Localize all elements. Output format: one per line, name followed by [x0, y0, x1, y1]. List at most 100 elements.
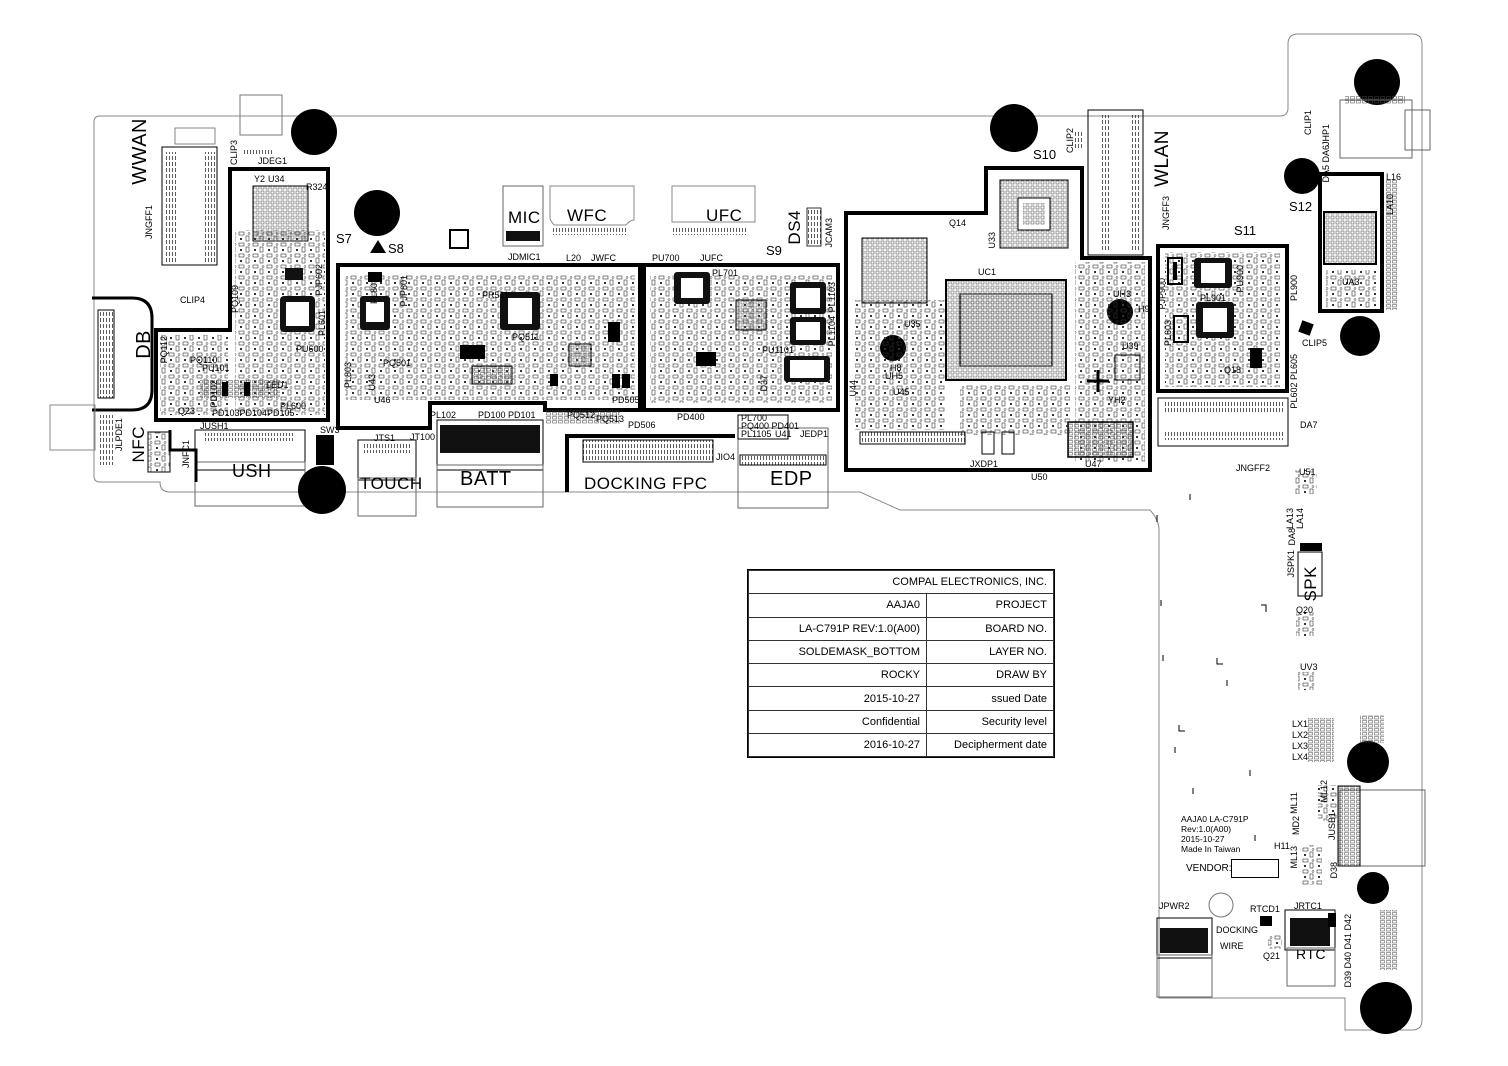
ref-jxdp1: JXDP1: [970, 459, 999, 469]
ref-jwfc: JWFC: [591, 253, 616, 263]
ref-pl901: PL901: [1200, 293, 1227, 303]
ds4-label: DS4: [785, 210, 804, 245]
ref-u43: U43: [367, 374, 377, 391]
ref-pq112: PQ112: [159, 336, 169, 364]
ref-ml11: ML11: [1289, 792, 1299, 814]
ref-jedp1: JEDP1: [800, 429, 829, 439]
board-info-line3: 2015-10-27: [1181, 834, 1225, 844]
ref-pd103: PD103PD104PD105: [212, 408, 295, 418]
ref-pjp602: PJP602: [314, 264, 324, 296]
ref-u46: U46: [374, 395, 391, 405]
ref-ua3: UA3: [1342, 277, 1360, 287]
ref-pr511: PR511: [482, 290, 509, 300]
ref-q14: Q14: [949, 218, 967, 228]
title-company: COMPAL ELECTRONICS, INC.: [748, 569, 1054, 595]
ref-lx3: LX3: [1292, 741, 1309, 751]
ref-pl601: PL601: [317, 310, 327, 337]
touch-label: TOUCH: [360, 474, 423, 493]
ref-pq512: PQ512: [567, 410, 596, 420]
ref-da7: DA7: [1300, 420, 1318, 430]
ref-clip2: CLIP2: [1065, 128, 1075, 154]
mic-label: MIC: [508, 208, 541, 227]
title-key-issued: ssued Date: [926, 686, 1054, 711]
title-key-drawby: DRAW BY: [926, 663, 1054, 688]
ref-jlpde1: JLPDE1: [114, 418, 124, 452]
ref-uv3: UV3: [1300, 662, 1318, 672]
ref-pq400: PQ400 PD401: [741, 421, 800, 431]
title-value-project: AAJA0: [748, 593, 927, 618]
ref-jusb1: JUSB1: [1327, 812, 1337, 841]
ref-jngff3: JNGFF3: [1161, 196, 1171, 231]
ref-pl700: PL700: [741, 413, 768, 423]
ref-pjp801: PJP801: [399, 275, 409, 307]
ref-pq513: PQ513: [596, 414, 625, 424]
title-value-decipher: 2016-10-27: [748, 733, 927, 758]
title-value-security: Confidential: [748, 709, 927, 735]
ref-sw3: SW3: [320, 425, 340, 435]
ref-jngff2: JNGFF2: [1236, 463, 1271, 473]
ref-u47: U47: [1085, 459, 1102, 469]
ref-pl801: PL801: [369, 278, 379, 305]
ref-pd102: PD102: [209, 380, 219, 408]
ref-lx4: LX4: [1292, 752, 1309, 762]
title-value-board: LA-C791P REV:1.0(A00): [748, 616, 927, 641]
ref-u51: U51: [1299, 467, 1316, 477]
ref-yh2: YH2: [1108, 395, 1126, 405]
s12-label: S12: [1289, 199, 1313, 214]
title-value-layer: SOLDEMASK_BOTTOM: [748, 639, 927, 665]
ref-wire: WIRE: [1220, 941, 1244, 951]
ufc-label: UFC: [706, 206, 743, 225]
ref-clip1: CLIP1: [1303, 110, 1313, 136]
ref-clip4: CLIP4: [180, 295, 206, 305]
ref-jio4: JIO4: [716, 452, 736, 462]
s9-label: S9: [766, 243, 782, 258]
ref-h8: H8: [890, 363, 902, 373]
ref-u35: U35: [904, 319, 921, 329]
ref-pq511: PQ511: [512, 332, 540, 342]
ref-pu101: PU101: [202, 363, 230, 373]
ref-ml12: ML12: [1319, 780, 1329, 803]
ref-pl1103: PL1103: [827, 282, 837, 313]
ref-uh3: UH3: [1113, 289, 1132, 299]
ref-r324: R324: [306, 182, 328, 192]
board-info-line1: AAJA0 LA-C791P: [1181, 814, 1249, 824]
title-key-security: Security level: [926, 709, 1054, 735]
ref-u41: U41: [775, 429, 792, 439]
ref-jspk1: JSPK1: [1286, 550, 1296, 578]
ref-pl602: PL602 PL605: [1289, 354, 1299, 409]
ref-pjp900: PJP900: [1157, 278, 1167, 310]
ref-h11: H11: [1274, 841, 1290, 851]
ref-u45: U45: [893, 387, 910, 397]
title-key-decipher: Decipherment date: [926, 733, 1054, 758]
ref-y2: Y2: [254, 174, 266, 184]
ref-la14: LA14: [1295, 508, 1305, 530]
docking-fpc-label: DOCKING FPC: [584, 474, 708, 493]
ref-jhp1: JHP1: [1321, 124, 1331, 147]
nfc-label: NFC: [129, 426, 148, 463]
ref-md2: MD2: [1291, 816, 1301, 836]
ref-u50: U50: [1031, 472, 1048, 482]
ref-u33: U33: [987, 232, 997, 249]
ref-clip3: CLIP3: [229, 140, 239, 166]
ref-u34: U34: [268, 174, 285, 184]
ref-rtcd1: RTCD1: [1250, 904, 1280, 914]
ref-da5: DA5 DA6: [1321, 145, 1331, 183]
ref-pl803: PL803: [343, 362, 353, 389]
ref-h9: H9: [1138, 304, 1150, 314]
title-key-layer: LAYER NO.: [926, 639, 1054, 665]
ref-jcam3: JCAM3: [824, 218, 834, 248]
vendor-label: VENDOR:: [1186, 863, 1232, 874]
ref-jnfc1: JNFC1: [181, 440, 191, 469]
wfc-label: WFC: [567, 206, 608, 225]
ref-pq110: PQ110: [190, 355, 218, 365]
spk-label: SPK: [1301, 566, 1320, 602]
ref-la10: LA10: [1385, 194, 1395, 216]
ref-pq501: PQ501: [383, 358, 412, 368]
ref-pl701: PL701: [712, 268, 739, 278]
ref-ml13: ML13: [1289, 846, 1299, 869]
ref-da8: DA8: [1287, 528, 1297, 546]
ref-jdeg1: JDEG1: [258, 156, 288, 166]
ref-docking: DOCKING: [1216, 925, 1259, 935]
